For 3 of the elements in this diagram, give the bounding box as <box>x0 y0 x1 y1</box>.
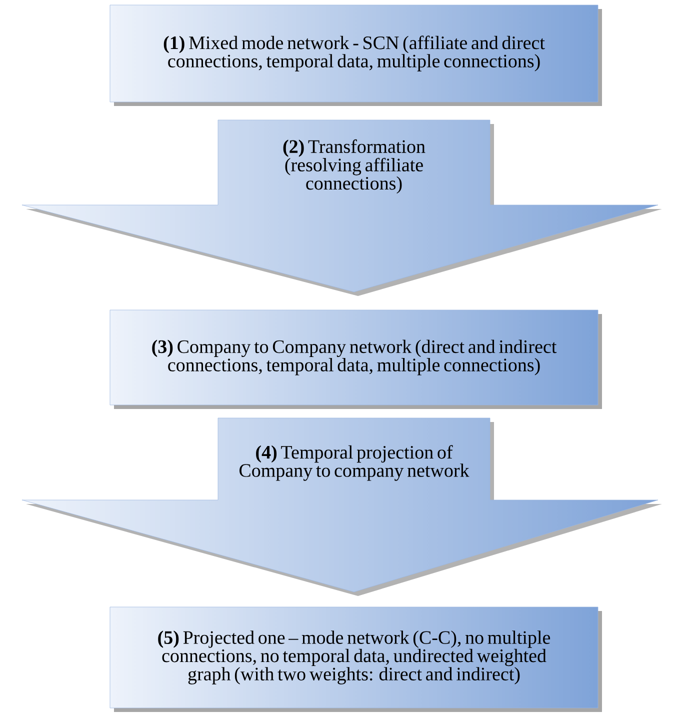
process-box: (5) Projected one – mode network (C-C), no multiple connections, no temporal data, undirected weighted graph (with two weights: direct and indirect) <box>110 606 602 712</box>
process-box: (3) Company to Company network (direct and indirect connections, temporal data, multiple connections) <box>110 310 602 409</box>
process-box: (1) Mixed mode network - SCN (affiliate and direct connections, temporal data, multiple connections) <box>110 4 602 106</box>
